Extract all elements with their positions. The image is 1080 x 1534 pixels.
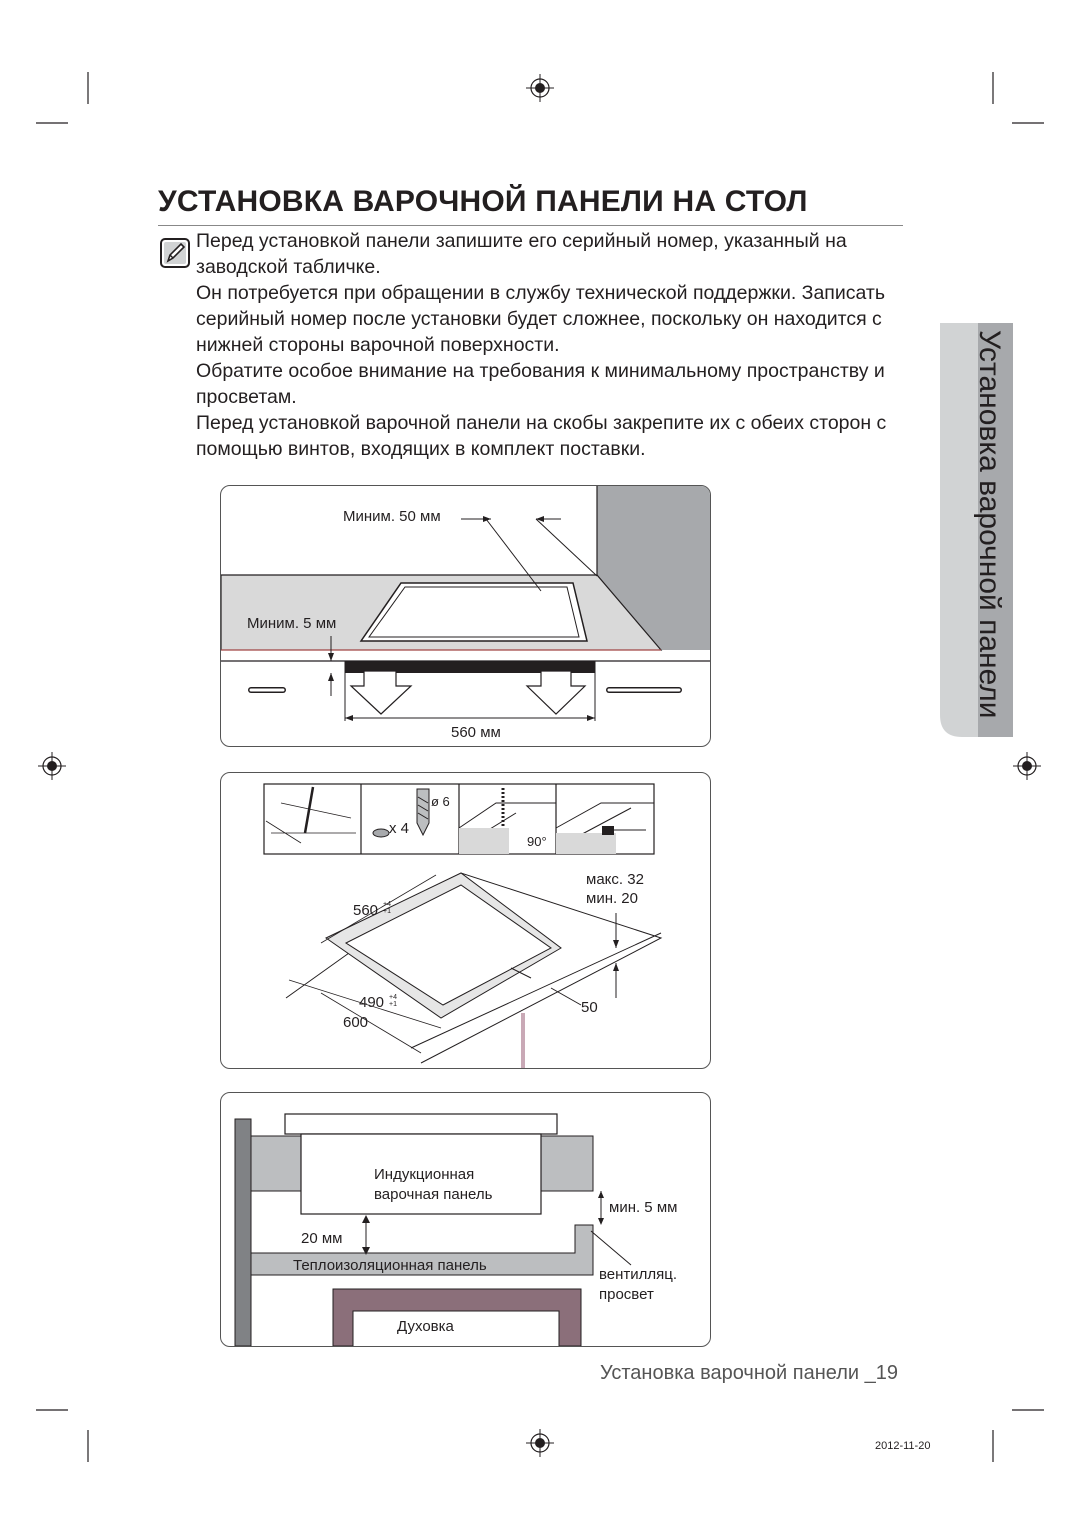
width-560-label: 560 мм [451,724,501,741]
paragraph: Перед установкой панели запишите его сер… [196,230,847,278]
vent-label-line2: просвет [599,1286,654,1303]
figure-clearance: Миним. 50 мм Миним. 5 мм 560 мм [220,485,711,747]
page-footer: Установка варочной панели _19 [600,1362,898,1384]
registration-mark-icon [1013,752,1041,780]
drill-diameter-label: ø 6 [431,794,450,809]
registration-mark-icon [526,74,554,102]
print-date: 2012-11-20 [875,1440,931,1452]
vent-label-line1: вентилляц. [599,1266,678,1283]
paragraph: Он потребуется при обращении в службу те… [196,282,886,356]
edge-50-label: 50 [581,999,598,1016]
oven-label: Духовка [397,1318,454,1335]
cut-depth-label: 490 [359,994,385,1011]
side-tab [940,323,1013,737]
side-tab-label: Установка варочной панели [973,330,1006,719]
registration-mark-icon [526,1429,554,1457]
depth-600-label: 600 [343,1014,369,1031]
gap-20-label: 20 мм [301,1230,343,1247]
cut-width-label: 560 [353,902,379,919]
figure-cutout: ø 6 x 4 90° макс. 32 мин. 20 560 +4 +1 4… [220,772,711,1069]
registration-mark-icon [38,752,66,780]
max-thickness-label: макс. 32 [586,871,644,888]
min-50-label: Миним. 50 мм [343,508,441,525]
min-5-label: Миним. 5 мм [247,615,337,632]
paragraph: Обратите особое внимание на требования к… [196,360,885,408]
cut-depth-tolerance: +4 +1 [389,994,397,1008]
figure-oven-installation: Индукционная варочная панель 20 мм мин. … [220,1092,711,1347]
instructions: Перед установкой панели запишите его сер… [196,228,916,462]
note-pencil-icon [160,238,190,268]
angle-label: 90° [527,834,547,849]
screw-count-label: x 4 [389,820,410,837]
min-thickness-label: мин. 20 [586,890,638,907]
insulation-panel-label: Теплоизоляционная панель [293,1257,487,1274]
title-divider [158,225,903,226]
hob-label-line1: Индукционная [374,1166,475,1183]
paragraph: Перед установкой варочной панели на скоб… [196,412,887,460]
page-title: УСТАНОВКА ВАРОЧНОЙ ПАНЕЛИ НА СТОЛ [158,185,808,218]
cut-width-tolerance: +4 +1 [383,901,391,915]
min-5-gap-label: мин. 5 мм [609,1199,678,1216]
hob-label-line2: варочная панель [374,1186,493,1203]
